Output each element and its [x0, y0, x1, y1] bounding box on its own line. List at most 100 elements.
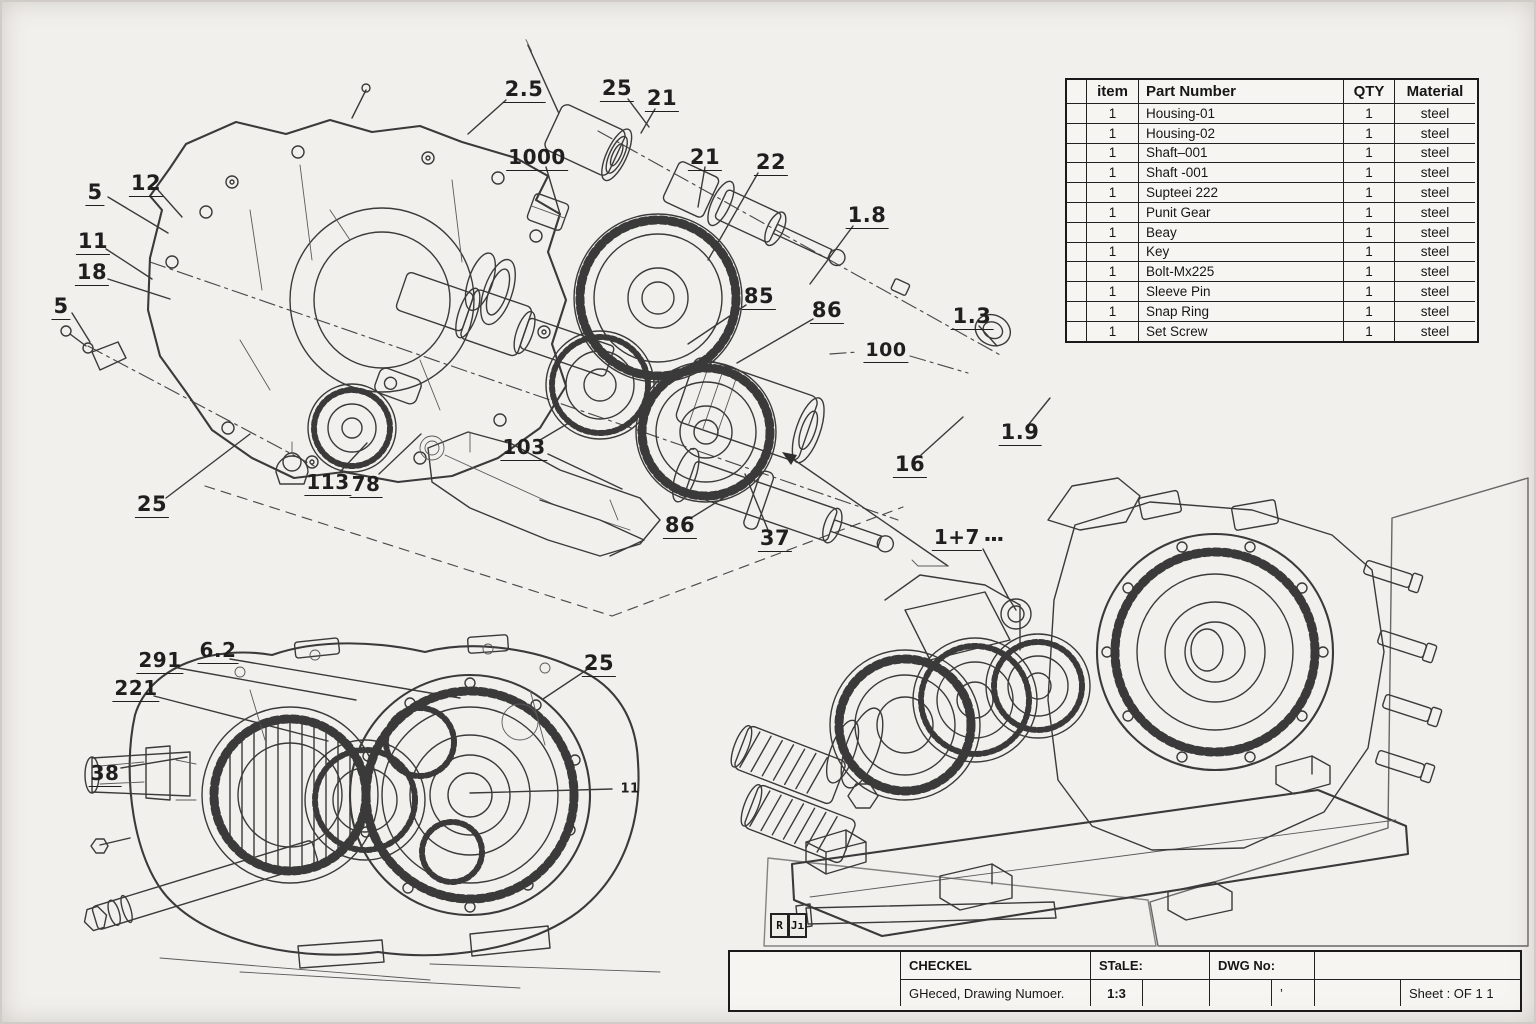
table-header-material: Material [1395, 80, 1475, 104]
title-block-blank [1142, 979, 1209, 1006]
table-cell-item: 1 [1087, 301, 1139, 322]
table-cell-qty: 1 [1344, 143, 1395, 164]
callout-label: 2.5 [502, 77, 546, 103]
table-cell-spacer [1067, 104, 1087, 124]
table-cell-material: steel [1395, 282, 1475, 302]
table-cell-part-number: Housing-02 [1139, 123, 1344, 144]
callout-label: 16 [892, 452, 928, 478]
title-block-blank [1209, 979, 1271, 1006]
table-cell-material: steel [1395, 223, 1475, 243]
table-cell-part-number: Key [1139, 242, 1344, 263]
callout-label: 1.8 [845, 203, 889, 229]
callout-label: 25 [599, 76, 635, 102]
leader-lines [71, 98, 1051, 794]
table-cell-part-number: Sleeve Pin [1139, 282, 1344, 302]
callout-label: 25 [134, 492, 170, 518]
table-cell-item: 1 [1087, 321, 1139, 341]
table-cell-spacer [1067, 183, 1087, 203]
table-cell-qty: 1 [1344, 262, 1395, 283]
checked-value: GHeced, Drawing Numoer. [900, 979, 1090, 1006]
table-cell-spacer [1067, 222, 1087, 243]
table-cell-material: steel [1395, 163, 1475, 184]
assembled-view [730, 477, 1443, 938]
table-cell-spacer [1067, 143, 1087, 164]
gear-lower [635, 361, 777, 503]
callout-label: 18 [74, 260, 110, 286]
table-cell-item: 1 [1087, 143, 1139, 164]
table-cell-material: steel [1395, 183, 1475, 203]
table-cell-material: steel [1395, 302, 1475, 322]
gear-large [573, 213, 743, 383]
table-cell-item: 1 [1087, 262, 1139, 283]
table-cell-spacer [1067, 262, 1087, 283]
callout-label: 11 [75, 229, 111, 255]
table-cell-part-number: Beay [1139, 222, 1344, 243]
title-block-blank [1314, 952, 1520, 979]
callout-label: 86 [662, 513, 698, 539]
table-header-item: item [1087, 80, 1139, 104]
callout-label: 1+7▪▪▪ [931, 525, 1005, 551]
table-cell-qty: 1 [1344, 123, 1395, 144]
title-block-blank [1314, 979, 1400, 1006]
scale-label: STaLE: [1090, 952, 1209, 979]
dwg-no-label: DWG No: [1209, 952, 1314, 979]
table-cell-part-number: Supteei 222 [1139, 183, 1344, 203]
callout-label: 221 [112, 676, 160, 702]
stamp-mark: R [770, 913, 789, 938]
callout-label: 85 [741, 284, 777, 310]
table-cell-item: 1 [1087, 282, 1139, 302]
callout-label: 22 [753, 150, 789, 176]
table-cell-item: 1 [1087, 163, 1139, 184]
table-cell-spacer [1067, 163, 1087, 184]
table-cell-item: 1 [1087, 242, 1139, 263]
callout-label: 1000 [506, 145, 568, 171]
table-cell-material: steel [1395, 203, 1475, 223]
table-cell-material: steel [1395, 262, 1475, 283]
table-cell-qty: 1 [1344, 321, 1395, 341]
table-cell-spacer [1067, 301, 1087, 322]
callout-label: 6.2 [197, 638, 239, 664]
table-cell-part-number: Shaft–001 [1139, 143, 1344, 164]
dwg-tick: ’ [1271, 979, 1314, 1006]
callout-label: 25 [581, 651, 617, 677]
callout-label: 21 [644, 86, 680, 112]
table-cell-part-number: Bolt-Mx225 [1139, 262, 1344, 283]
callout-label: 21 [687, 145, 723, 171]
table-cell-item: 1 [1087, 183, 1139, 203]
table-cell-qty: 1 [1344, 242, 1395, 263]
table-cell-material: steel [1395, 124, 1475, 144]
table-cell-spacer [1067, 202, 1087, 223]
callout-label: 38 [88, 761, 122, 787]
callout-suffix-marks: ▪▪▪ [984, 534, 1005, 543]
table-cell-qty: 1 [1344, 104, 1395, 124]
table-cell-spacer [1067, 282, 1087, 302]
callout-label: 1.9 [998, 420, 1042, 446]
table-header-part-number: Part Number [1139, 80, 1344, 104]
checked-label: CHECKEL [900, 952, 1090, 979]
table-cell-qty: 1 [1344, 222, 1395, 243]
callout-label: 78 [349, 472, 383, 498]
exploded-view [60, 39, 1012, 557]
table-cell-part-number: Housing-01 [1139, 104, 1344, 124]
callout-label: 1.3 [950, 304, 994, 330]
callout-label: 113 [304, 470, 352, 496]
table-cell-qty: 1 [1344, 202, 1395, 223]
table-cell-material: steel [1395, 104, 1475, 124]
gear-small-dark [307, 383, 397, 473]
table-cell-qty: 1 [1344, 163, 1395, 184]
callout-label: 5 [51, 294, 71, 320]
stamp-mark: Jı [788, 913, 807, 938]
callout-label: 12 [128, 171, 164, 197]
callout-label: 103 [500, 435, 548, 461]
table-cell-item: 1 [1087, 104, 1139, 124]
table-cell-qty: 1 [1344, 183, 1395, 203]
callout-label: 37 [757, 526, 793, 552]
table-header-qty: QTY [1344, 80, 1395, 104]
table-cell-part-number: Snap Ring [1139, 301, 1344, 322]
table-cell-spacer [1067, 242, 1087, 263]
section-view [83, 634, 640, 969]
scale-value: 1:3 [1090, 979, 1142, 1006]
table-cell-part-number: Punit Gear [1139, 202, 1344, 223]
table-cell-item: 1 [1087, 123, 1139, 144]
